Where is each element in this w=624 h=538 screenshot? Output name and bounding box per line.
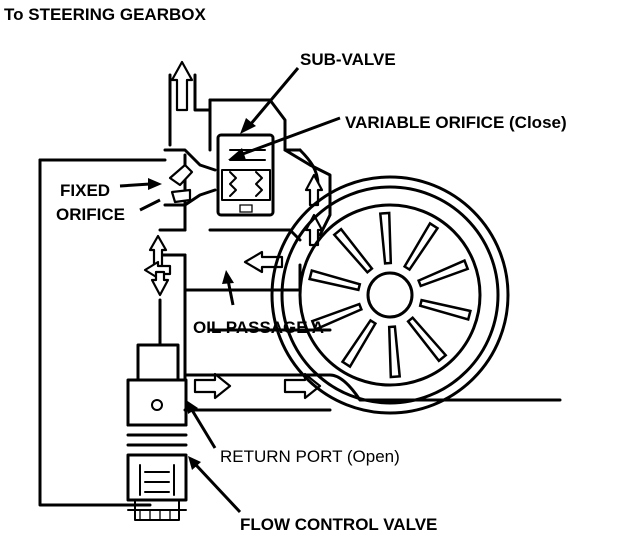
- oil-passage-label: OIL PASSAGE A: [193, 318, 324, 337]
- return-port-label: RETURN PORT (Open): [220, 447, 400, 466]
- orifice-label: ORIFICE: [56, 205, 125, 224]
- sub-valve: [208, 98, 332, 237]
- fixed-orifice-arrow-b: [170, 188, 192, 204]
- rotor-vane: [387, 325, 402, 379]
- rotor-vane: [402, 221, 440, 272]
- fixed-orifice-junction: [163, 148, 217, 207]
- arrow-return-1: [193, 372, 232, 400]
- arrow-right-upper: [304, 173, 324, 207]
- title-label: To STEERING GEARBOX: [4, 5, 206, 24]
- fixed-label: FIXED: [60, 181, 110, 200]
- arrow-return-2: [283, 372, 322, 400]
- rotor-vane: [340, 318, 378, 369]
- rotor-vane: [332, 227, 374, 275]
- rotor-vane: [378, 211, 393, 265]
- rotor-vane: [418, 298, 472, 322]
- gearbox-outlet-pipe: [168, 60, 212, 147]
- rotor-vane: [310, 302, 364, 332]
- flow-arrows: [143, 173, 324, 400]
- arrow-down-left: [150, 270, 170, 297]
- rotor-vane: [406, 315, 448, 363]
- sub-valve-label: SUB-VALVE: [300, 50, 396, 69]
- arrow-oil-passage: [243, 250, 284, 274]
- leader-lines: [119, 67, 341, 514]
- flow-control-valve: [126, 343, 188, 521]
- pump-rotor: [270, 175, 510, 415]
- variable-orifice-label: VARIABLE ORIFICE (Close): [345, 113, 567, 132]
- arrow-up-left: [148, 234, 168, 270]
- flow-control-valve-label: FLOW CONTROL VALVE: [240, 515, 437, 534]
- rotor-vane: [416, 258, 470, 288]
- fixed-orifice-arrow-a: [168, 163, 194, 187]
- rotor-vane: [308, 268, 362, 292]
- up-flow-arrow: [170, 60, 194, 112]
- labels: SUB-VALVE VARIABLE ORIFICE (Close) FIXED…: [56, 50, 567, 534]
